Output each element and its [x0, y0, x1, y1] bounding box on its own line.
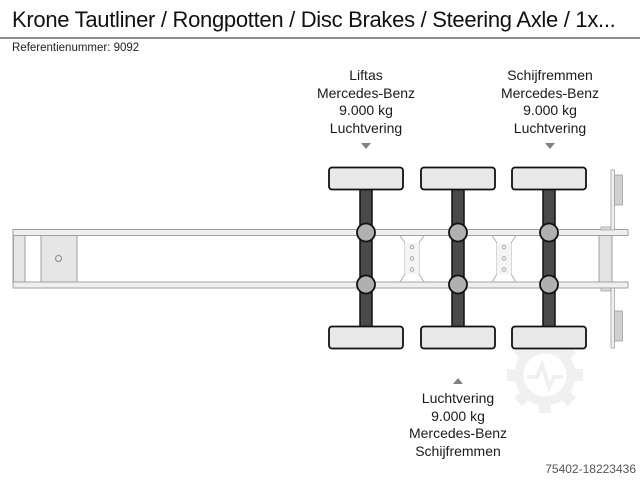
axle-2 — [420, 166, 496, 350]
tire-bottom — [420, 325, 496, 350]
axle-3-suspension: Luchtvering — [513, 119, 587, 136]
axle-3-capacity: 9.000 kg — [523, 102, 577, 118]
frame-rail-bottom — [12, 281, 629, 289]
rear-bumper — [598, 169, 623, 349]
axle-3 — [511, 166, 587, 350]
axle-2-brakes: Schijfremmen — [415, 442, 501, 459]
axle-bar — [542, 188, 556, 328]
tire-bottom — [511, 325, 587, 350]
tire-top — [420, 166, 496, 191]
axle-2-brand: Mercedes-Benz — [408, 425, 508, 441]
axle-3-brakes: Schijfremmen — [507, 67, 593, 83]
cross-member — [491, 235, 517, 283]
hub-bottom — [539, 274, 559, 295]
axle-3-label: Schijfremmen Mercedes-Benz 9.000 kg Luch… — [480, 67, 620, 149]
axle-1-brand: Mercedes-Benz — [316, 84, 416, 101]
axle-bar — [451, 188, 465, 328]
axle-2-label: Luchtvering 9.000 kg Mercedes-Benz Schij… — [388, 378, 528, 460]
title-divider — [0, 37, 640, 39]
chassis-frame — [12, 169, 629, 349]
hub-bottom — [448, 274, 468, 295]
axle-1-type: Liftas — [349, 67, 383, 83]
hub-top — [448, 222, 468, 243]
frame-rail-top — [12, 229, 629, 236]
listing-id: 75402-18223436 — [545, 462, 636, 476]
kingpin-icon — [55, 255, 62, 262]
axle-2-suspension: Luchtvering — [421, 390, 495, 406]
triangle-up-icon — [453, 378, 463, 384]
axle-3-brand: Mercedes-Benz — [500, 84, 600, 101]
axle-1-label: Liftas Mercedes-Benz 9.000 kg Luchtverin… — [296, 67, 436, 149]
triangle-down-icon — [545, 143, 555, 149]
axle-1 — [328, 166, 404, 350]
axle-2-capacity: 9.000 kg — [431, 407, 485, 424]
kingpin-panel — [40, 235, 78, 283]
axle-1-capacity: 9.000 kg — [339, 102, 393, 118]
axle-1-suspension: Luchtvering — [329, 119, 403, 136]
front-end-panel — [13, 235, 26, 283]
cross-member — [399, 235, 425, 283]
hub-top — [356, 222, 376, 243]
reference-number: Referentienummer: 9092 — [12, 42, 140, 54]
axle-bar — [359, 188, 373, 328]
axle-group — [328, 166, 587, 350]
hub-top — [539, 222, 559, 243]
hub-bottom — [356, 274, 376, 295]
tire-bottom — [328, 325, 404, 350]
tire-top — [511, 166, 587, 191]
page-title: Krone Tautliner / Rongpotten / Disc Brak… — [12, 7, 616, 32]
tire-top — [328, 166, 404, 191]
triangle-down-icon — [361, 143, 371, 149]
